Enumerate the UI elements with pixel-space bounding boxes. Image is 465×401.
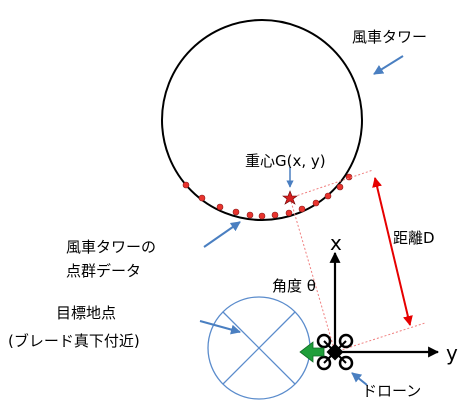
point-cloud-dot [298,205,306,213]
target-label-line2: (ブレード真下付近) [8,332,140,350]
centroid-star [282,190,298,205]
point-cloud-label-line2: 点群データ [66,262,141,280]
y-axis-label: y [446,341,458,365]
dashed-guides [289,169,426,353]
point-cloud-dot [258,212,266,220]
point-cloud-dot [336,183,344,191]
point-cloud-dot [198,194,206,202]
point-cloud-dot [285,209,293,217]
drone-icon [316,333,354,371]
target-callout-arrow [199,320,241,335]
x-axis-label: x [330,231,342,255]
tower-label: 風車タワー [352,28,427,46]
tower-outline [161,19,363,221]
distance-arrow [372,177,413,326]
point-cloud-dot [324,192,332,200]
point-cloud-dot [312,199,320,207]
point-cloud-dot [232,208,240,216]
point-cloud-dot [216,203,224,211]
move-arrow [299,341,325,363]
target-marker [207,296,311,400]
point-cloud-dot [271,211,279,219]
point-cloud-callout-arrow [203,221,241,248]
angle-label: 角度 θ [272,277,316,295]
drone-label: ドローン [362,382,421,400]
tower-callout-arrow [373,55,404,75]
point-cloud [182,173,353,220]
point-cloud-label-line1: 風車タワーの [66,238,156,256]
point-cloud-dot [182,181,190,189]
target-label-line1: 目標地点 [56,304,116,322]
point-cloud-dot [246,211,254,219]
distance-label: 距離D [393,229,435,247]
centroid-label: 重心G(x, y) [245,152,326,170]
drone-callout-arrow [351,372,368,386]
